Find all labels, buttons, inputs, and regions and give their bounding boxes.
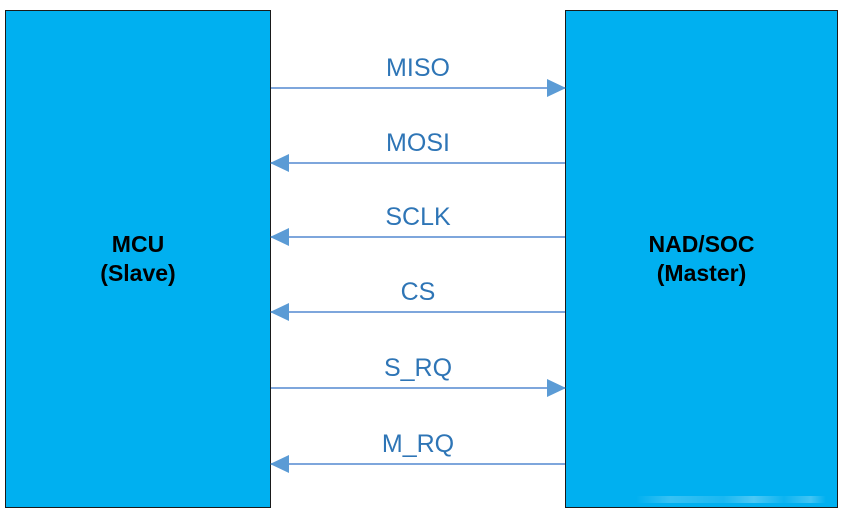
block-nad-soc-role: (Master) <box>656 260 747 286</box>
signal-m-rq-line <box>271 463 565 465</box>
signal-miso-line <box>271 87 565 89</box>
arrow-right-icon <box>547 379 566 397</box>
arrow-left-icon <box>270 154 289 172</box>
image-artifact <box>636 496 826 503</box>
signal-mosi-label: MOSI <box>386 129 450 157</box>
arrow-left-icon <box>270 455 289 473</box>
arrow-left-icon <box>270 228 289 246</box>
block-mcu-role: (Slave) <box>100 260 176 286</box>
arrow-left-icon <box>270 303 289 321</box>
block-nad-soc[interactable]: NAD/SOC (Master) <box>565 10 838 508</box>
signal-mosi-line <box>271 162 565 164</box>
signal-sclk-label: SCLK <box>385 203 451 231</box>
signal-s-rq-label: S_RQ <box>383 354 453 382</box>
block-mcu-title: MCU <box>111 230 165 257</box>
signal-cs-line <box>271 311 565 313</box>
block-mcu[interactable]: MCU (Slave) <box>5 10 271 508</box>
signal-s-rq-line <box>271 387 565 389</box>
arrow-right-icon <box>547 79 566 97</box>
block-nad-soc-title: NAD/SOC <box>648 230 755 257</box>
signal-m-rq-label: M_RQ <box>381 430 455 458</box>
signal-sclk-line <box>271 236 565 238</box>
signal-miso-label: MISO <box>386 54 450 82</box>
signal-cs-label: CS <box>400 278 436 306</box>
